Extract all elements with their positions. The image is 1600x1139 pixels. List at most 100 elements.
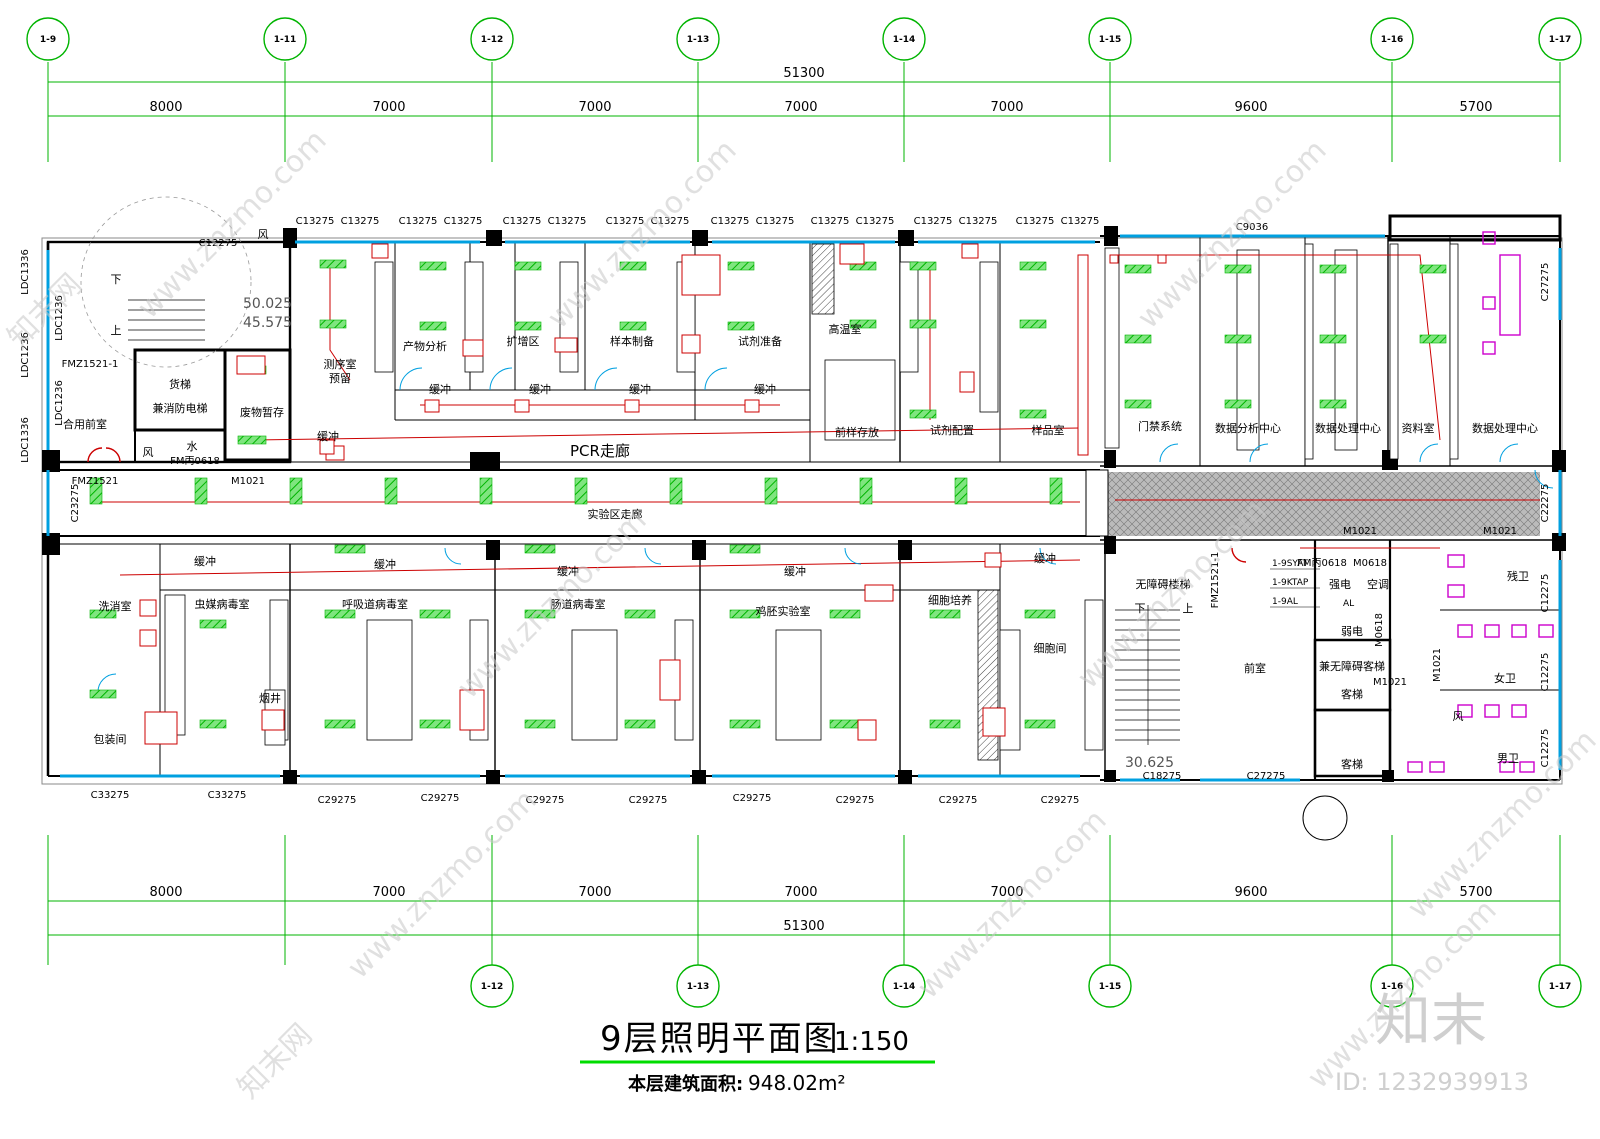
drawing-scale: 1:150 (834, 1027, 909, 1057)
room-label: 合用前室 (63, 417, 107, 431)
room-label: 强电 (1329, 578, 1351, 591)
room-label: 包装间 (94, 733, 127, 746)
room-label: 缓冲 (194, 554, 216, 568)
room-label: 数据处理中心 (1472, 421, 1538, 435)
room-label: 缓冲 (557, 564, 579, 578)
room-label: 测序室 (324, 357, 357, 371)
svg-text:C29275: C29275 (939, 795, 978, 806)
svg-text:www.znzmo.com: www.znzmo.com (911, 803, 1114, 1006)
room-label: 肠道病毒室 (551, 597, 606, 611)
svg-text:7000: 7000 (784, 100, 817, 115)
svg-text:C29275: C29275 (836, 795, 875, 806)
sanitary-fixtures (1407, 231, 1554, 773)
svg-text:www.znzmo.com: www.znzmo.com (1131, 133, 1334, 336)
stair-treads (128, 299, 1180, 745)
dimension-labels-top: 51300 8000 7000 7000 7000 7000 9600 5700 (149, 66, 1492, 115)
svg-text:C13275: C13275 (651, 216, 690, 227)
svg-text:www.znzmo.com: www.znzmo.com (541, 133, 744, 336)
svg-text:C23275: C23275 (70, 484, 81, 523)
svg-text:C29275: C29275 (733, 793, 772, 804)
svg-text:www.znzmo.com: www.znzmo.com (451, 503, 654, 706)
room-label: 空调 (1367, 577, 1389, 591)
svg-text:7000: 7000 (784, 885, 817, 900)
distribution-box (470, 452, 500, 470)
svg-text:1-12: 1-12 (481, 982, 504, 992)
svg-text:7000: 7000 (990, 885, 1023, 900)
svg-text:C27275: C27275 (1540, 263, 1551, 302)
svg-text:1-9KTAP: 1-9KTAP (1272, 578, 1309, 588)
window-door-labels: C13275 C13275 C13275 C13275 C13275 C1327… (20, 216, 1551, 806)
svg-text:C29275: C29275 (318, 795, 357, 806)
svg-text:7000: 7000 (990, 100, 1023, 115)
svg-text:1-9: 1-9 (40, 35, 56, 45)
room-label: 下 (111, 273, 122, 286)
room-label: 虫媒病毒室 (195, 597, 250, 611)
svg-text:C18275: C18275 (1143, 771, 1182, 782)
total-dimension: 51300 (783, 66, 824, 81)
room-label: 水 (187, 440, 198, 453)
axis-bubble: 1-16 (1370, 17, 1414, 61)
svg-text:1-11: 1-11 (274, 35, 297, 45)
room-label: 客梯 (1341, 687, 1363, 701)
svg-text:C27275: C27275 (1247, 771, 1286, 782)
svg-text:C13275: C13275 (341, 216, 380, 227)
svg-text:M1021: M1021 (1483, 526, 1517, 537)
room-label: 资料室 (1402, 421, 1435, 435)
room-label: 风 (258, 228, 269, 241)
svg-text:FMZ1521-1: FMZ1521-1 (1210, 552, 1221, 609)
svg-text:1-17: 1-17 (1549, 35, 1572, 45)
axis-bubble: 1-16 (1370, 964, 1414, 1008)
svg-text:FM丙0618: FM丙0618 (1297, 558, 1347, 569)
drawing-title-block: 9层照明平面图 1:150 本层建筑面积: 948.02m² (580, 1019, 935, 1095)
electrical-panel-column (1077, 254, 1089, 456)
stair-sweep-arc (80, 196, 252, 368)
svg-text:LDC1236: LDC1236 (54, 295, 65, 341)
elevation-labels: 50.025 45.575 30.625 (243, 296, 1174, 771)
svg-text:8000: 8000 (149, 885, 182, 900)
svg-text:知末: 知末 (1375, 989, 1487, 1054)
room-label: 细胞间 (1034, 642, 1067, 655)
svg-text:5700: 5700 (1459, 100, 1492, 115)
room-label: 缓冲 (317, 429, 339, 443)
room-label: 男卫 (1497, 752, 1519, 765)
svg-text:FMZ1521-1: FMZ1521-1 (62, 359, 119, 370)
svg-text:1-15: 1-15 (1099, 982, 1122, 992)
corridor-tile-floor (1100, 472, 1540, 536)
svg-text:M1021: M1021 (231, 476, 265, 487)
svg-text:C33275: C33275 (91, 790, 130, 801)
brand-logo: 知末 ID: 1232939913 (1335, 989, 1529, 1096)
axis-bubble: 1-12 (470, 17, 514, 61)
svg-text:50.025: 50.025 (243, 296, 292, 312)
axis-bubble: 1-13 (676, 964, 720, 1008)
room-label: 废物暂存 (240, 405, 284, 419)
svg-text:www.znzmo.com: www.znzmo.com (341, 783, 544, 986)
svg-text:30.625: 30.625 (1125, 755, 1174, 771)
room-label: 缓冲 (1034, 551, 1056, 565)
room-label: 上 (111, 324, 122, 337)
room-label: 试剂准备 (738, 334, 782, 348)
room-label: 样本制备 (610, 334, 654, 348)
svg-text:5700: 5700 (1459, 885, 1492, 900)
room-label: 货梯 (169, 377, 191, 391)
svg-text:知末网: 知末网 (1, 267, 89, 355)
total-dimension: 51300 (783, 919, 824, 934)
room-label: 缓冲 (429, 382, 451, 396)
svg-text:FM丙0618: FM丙0618 (170, 456, 220, 467)
svg-text:C9036: C9036 (1236, 222, 1268, 233)
svg-text:C13275: C13275 (856, 216, 895, 227)
room-label: 实验区走廊 (588, 507, 643, 521)
room-label: 预留 (329, 372, 351, 385)
room-label: 兼消防电梯 (153, 401, 208, 415)
axis-bubble: 1-17 (1538, 964, 1582, 1008)
room-label: 产物分析 (403, 339, 447, 353)
room-label: 前室 (1244, 661, 1266, 675)
svg-text:C13275: C13275 (1061, 216, 1100, 227)
svg-text:1-17: 1-17 (1549, 982, 1572, 992)
svg-text:7000: 7000 (372, 885, 405, 900)
svg-text:7000: 7000 (578, 100, 611, 115)
svg-text:C13275: C13275 (711, 216, 750, 227)
svg-text:C13275: C13275 (606, 216, 645, 227)
svg-text:1-16: 1-16 (1381, 35, 1404, 45)
svg-text:C29275: C29275 (629, 795, 668, 806)
axis-bubble: 1-11 (263, 17, 307, 61)
